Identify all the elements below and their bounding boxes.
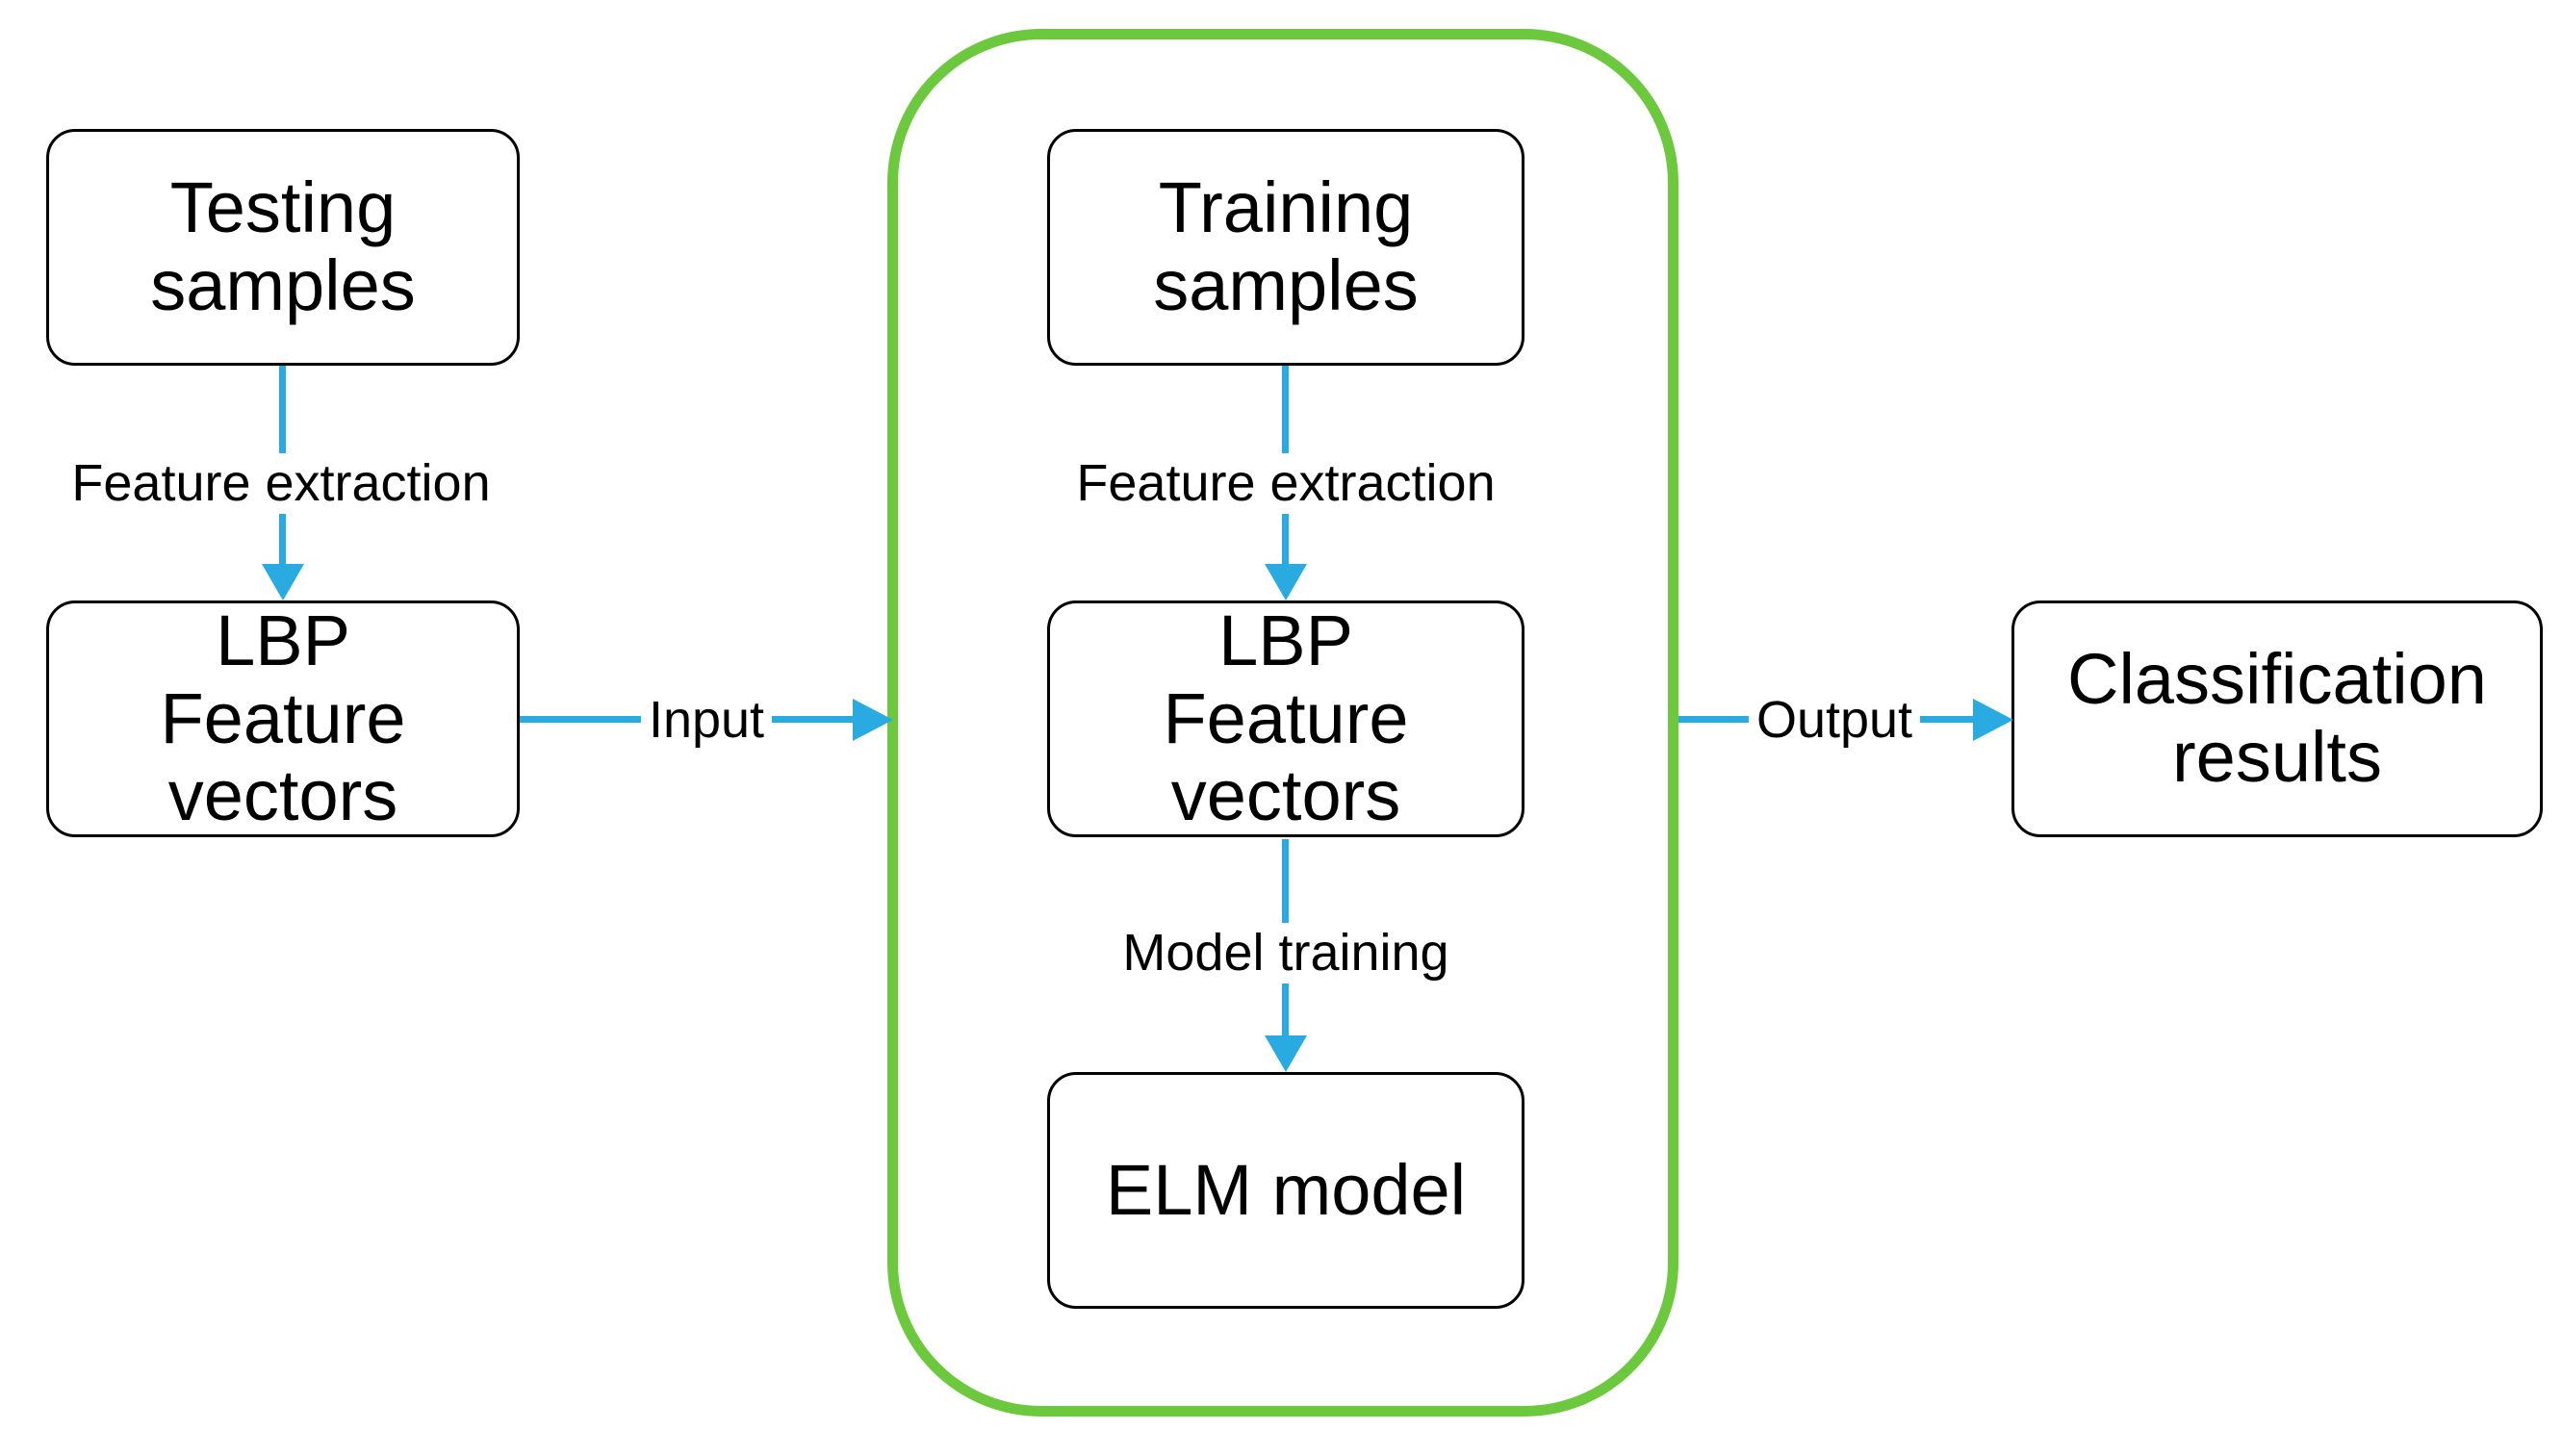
- node-classification-results: Classification results: [2011, 600, 2543, 837]
- edge-feature-extraction-left-arrowhead-icon: [262, 564, 304, 600]
- node-testing-samples: Testing samples: [46, 129, 520, 366]
- edge-feature-extraction-mid-arrowhead-icon: [1265, 564, 1307, 600]
- node-testing-samples-label: Testing samples: [150, 167, 416, 325]
- edge-feature-extraction-mid-label: Feature extraction: [1068, 453, 1503, 513]
- node-lbp-feature-vectors-training: LBP Feature vectors: [1047, 600, 1524, 837]
- edge-model-training-arrowhead-icon: [1265, 1035, 1307, 1072]
- edge-input-line: [520, 716, 649, 723]
- node-lbp-feature-vectors-testing-label: LBP Feature vectors: [160, 600, 406, 836]
- edge-feature-extraction-mid-line: [1282, 366, 1289, 456]
- node-elm-model-label: ELM model: [1105, 1149, 1467, 1230]
- edge-input-label: Input: [640, 690, 773, 750]
- edge-feature-extraction-left-line2: [279, 514, 286, 568]
- edge-feature-extraction-left-label: Feature extraction: [64, 453, 499, 513]
- edge-feature-extraction-left-line: [279, 366, 286, 456]
- edge-input-line2: [764, 716, 855, 723]
- node-classification-results-label: Classification results: [2067, 639, 2487, 797]
- edge-output-line: [1678, 716, 1759, 723]
- edge-model-training-label: Model training: [1114, 923, 1457, 983]
- node-elm-model: ELM model: [1047, 1072, 1524, 1309]
- node-lbp-feature-vectors-testing: LBP Feature vectors: [46, 600, 520, 837]
- edge-input-arrowhead-icon: [853, 699, 893, 741]
- edge-model-training-line2: [1282, 983, 1289, 1039]
- edge-output-label: Output: [1748, 690, 1921, 750]
- node-training-samples-label: Training samples: [1153, 167, 1419, 325]
- edge-output-line2: [1911, 716, 1975, 723]
- edge-model-training-line: [1282, 839, 1289, 928]
- edge-output-arrowhead-icon: [1973, 699, 2013, 741]
- node-lbp-feature-vectors-training-label: LBP Feature vectors: [1163, 600, 1409, 836]
- edge-feature-extraction-mid-line2: [1282, 514, 1289, 568]
- node-training-samples: Training samples: [1047, 129, 1524, 366]
